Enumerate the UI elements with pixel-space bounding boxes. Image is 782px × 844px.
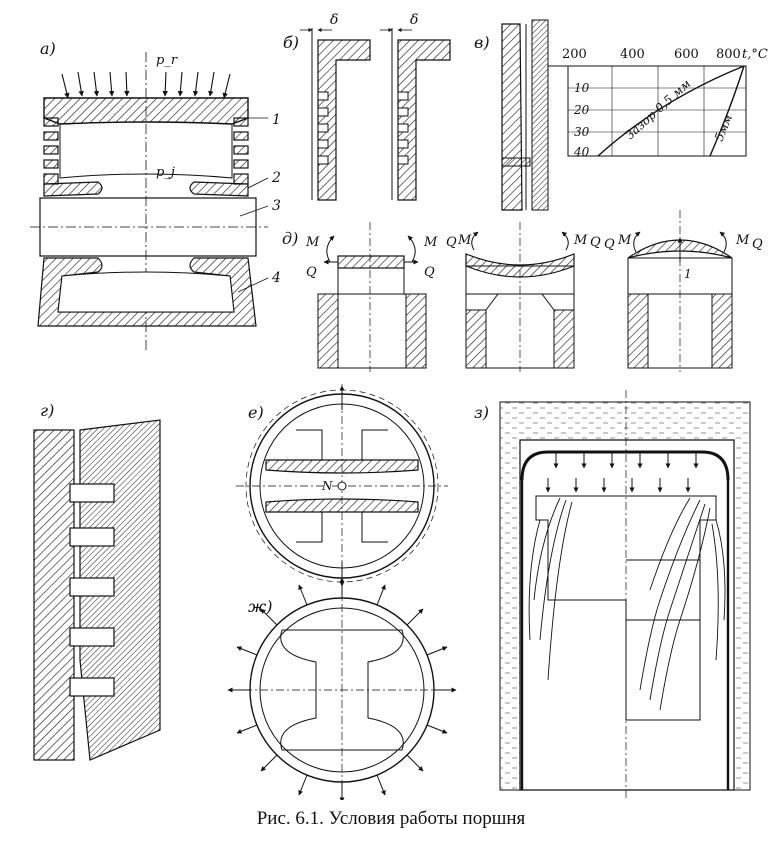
panel-v-label: в) <box>474 33 490 52</box>
pin-boss-left <box>43 181 103 197</box>
gas-pressure-arrows <box>61 71 231 99</box>
moment-label-2l: M <box>457 233 472 248</box>
y-tick-20: 20 <box>573 103 590 117</box>
shear-label-2r: Q <box>590 235 601 250</box>
gap-symbol-right: δ <box>410 12 418 28</box>
moment-label-3l: M <box>617 233 632 248</box>
deflection-label: 1 <box>684 267 692 281</box>
moment-label-3r: M <box>735 233 750 248</box>
panel-g-ring-contact: г) <box>33 401 161 761</box>
callout-3: 3 <box>272 198 281 214</box>
ring-lands <box>43 117 249 185</box>
curve-label-5mm: 5мм <box>712 112 735 143</box>
piston-crown <box>43 97 249 125</box>
callout-4: 4 <box>271 270 281 286</box>
moment-label-1r: M <box>423 235 438 250</box>
moment-label-1l: M <box>305 235 320 250</box>
piston-figure: а) p_r <box>30 12 768 803</box>
clearance-temperature-graph: 200 400 600 800 t,°C 10 20 30 40 Зазор 0… <box>548 47 768 159</box>
shear-label-1r: Q <box>424 265 435 280</box>
center-force-label: N <box>321 479 333 493</box>
y-tick-30: 30 <box>574 125 590 139</box>
shear-label-3l: Q <box>604 237 615 252</box>
panel-a-label: а) <box>40 39 56 58</box>
inertia-force-label: p_j <box>156 165 175 180</box>
panel-d-label: д) <box>282 229 298 248</box>
x-unit: t,°C <box>742 47 768 62</box>
skirt-cavity <box>57 271 235 313</box>
panel-zh-label: ж) <box>248 597 272 616</box>
shear-label-3r: Q <box>752 237 763 252</box>
panel-v-seizure: в) 200 400 600 800 t,°C 10 20 30 40 Зазо <box>474 19 768 211</box>
gas-force-label: p_r <box>156 53 178 68</box>
callout-1: 1 <box>272 112 281 128</box>
shear-label-2l: Q <box>446 235 457 250</box>
panel-b-ring-gap: б) δ δ <box>283 12 451 201</box>
gap-symbol-left: δ <box>330 12 338 28</box>
panel-a-piston-section: а) p_r <box>30 39 281 350</box>
y-tick-40: 40 <box>573 145 590 159</box>
figure-caption: Рис. 6.1. Условия работы поршня <box>256 808 526 829</box>
x-tick-600: 600 <box>674 47 699 62</box>
panel-z-heat-flow: з) <box>474 390 751 800</box>
pin-boss-right <box>189 181 249 197</box>
panel-z-label: з) <box>474 403 489 422</box>
shear-label-1l: Q <box>306 265 317 280</box>
y-tick-10: 10 <box>574 81 590 95</box>
x-tick-400: 400 <box>620 47 645 62</box>
moment-label-2r: M <box>573 233 588 248</box>
panel-e-label: е) <box>248 403 264 422</box>
panel-b-label: б) <box>283 33 299 52</box>
piston-cavity <box>59 121 233 179</box>
callout-2: 2 <box>271 170 281 186</box>
x-tick-800: 800 <box>716 47 741 62</box>
panel-g-label: г) <box>40 401 54 420</box>
panel-e-pin-section: е) N <box>236 384 448 588</box>
x-tick-200: 200 <box>562 47 587 62</box>
panel-zh-radial-pressure: ж) <box>227 577 457 803</box>
panel-d-bending: д) M M Q Q Q M M Q <box>282 210 763 372</box>
